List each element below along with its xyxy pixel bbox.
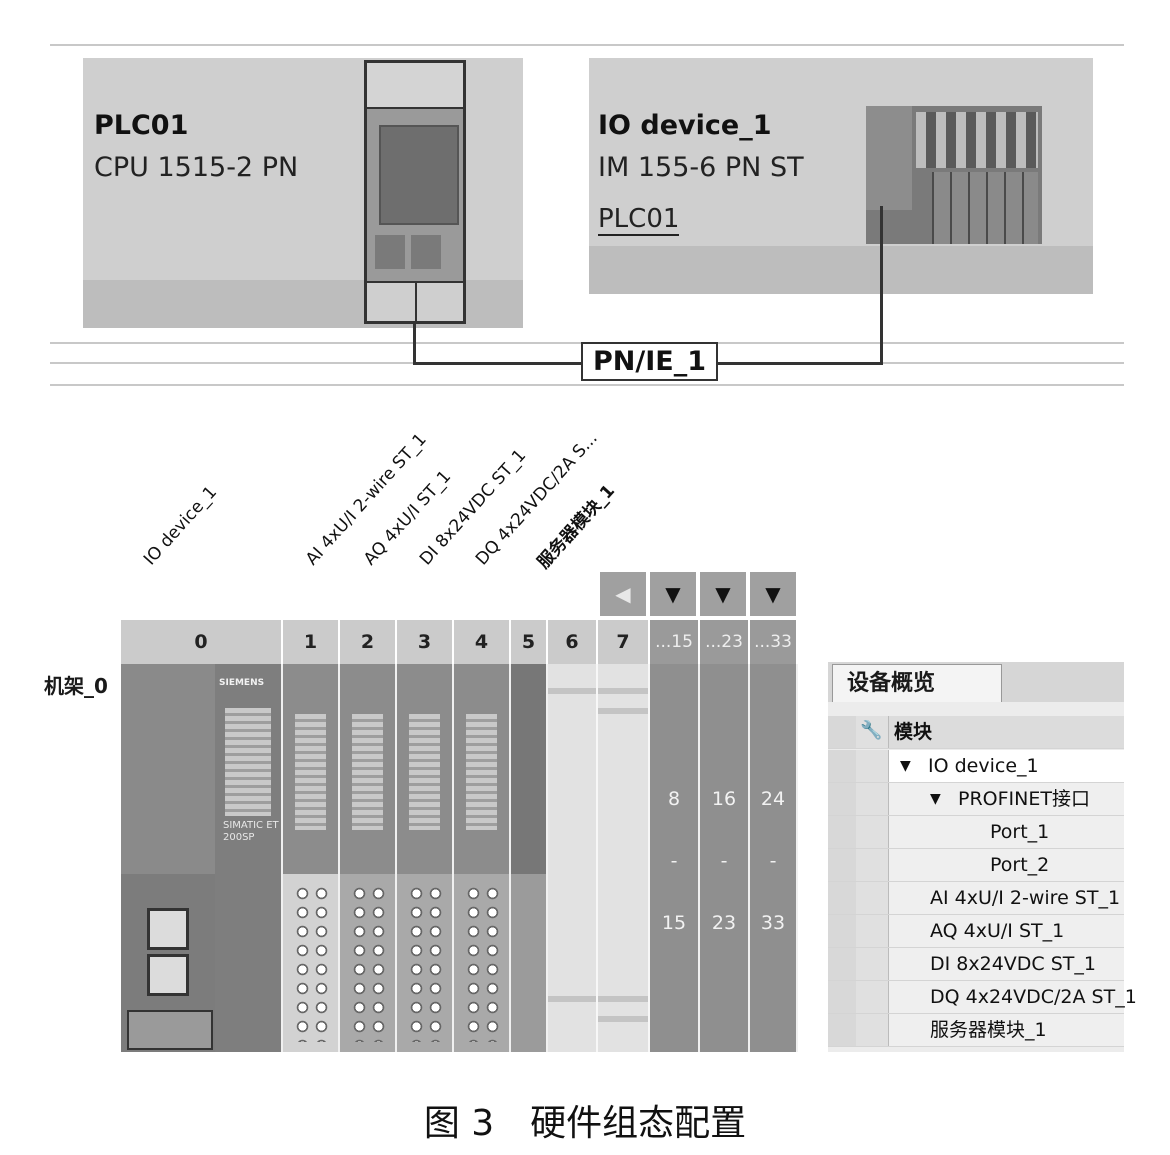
overview-row[interactable]: ▼ IO device_1 (828, 750, 1124, 783)
overview-row-label: IO device_1 (928, 755, 1039, 777)
overview-row[interactable]: Port_1 (828, 816, 1124, 849)
expand-slot-group-3-button[interactable]: ▼ (750, 572, 796, 616)
empty-slot-7[interactable] (598, 664, 650, 1052)
overview-row-label: DQ 4x24VDC/2A ST_1 (930, 986, 1137, 1008)
plc-name: PLC01 (94, 110, 189, 141)
expand-triangle-icon[interactable]: ▼ (900, 758, 911, 774)
et200sp-image (866, 106, 1042, 244)
slot-range-column-1[interactable]: 8 - 15 (650, 664, 700, 1052)
overview-row[interactable]: Port_2 (828, 849, 1124, 882)
overview-row-label: AI 4xU/I 2-wire ST_1 (930, 887, 1121, 909)
range-dash: - (670, 850, 678, 872)
overview-row[interactable]: DI 8x24VDC ST_1 (828, 948, 1124, 981)
slot-range-header-2: ...23 (700, 620, 750, 664)
range-to: 33 (760, 912, 786, 934)
triangle-down-icon: ▼ (765, 582, 781, 606)
overview-row[interactable]: AQ 4xU/I ST_1 (828, 915, 1124, 948)
interface-module-body[interactable]: SIEMENS SIMATIC ET 200SP (215, 664, 283, 1052)
ethernet-port-2-icon (147, 954, 189, 996)
expand-slot-group-2-button[interactable]: ▼ (700, 572, 746, 616)
overview-row-label: DI 8x24VDC ST_1 (930, 953, 1096, 975)
range-from: 16 (711, 788, 737, 810)
ethernet-port-1-icon (147, 908, 189, 950)
slot-range-column-3[interactable]: 24 - 33 (750, 664, 798, 1052)
overview-row-label: Port_1 (990, 821, 1050, 843)
rack-name: 机架_0 (44, 674, 108, 698)
expand-slot-group-1-button[interactable]: ▼ (650, 572, 696, 616)
module-slot-2-aq[interactable] (340, 664, 397, 1052)
profinet-wire-left-horizontal (413, 362, 583, 365)
slot-header-1: 1 (283, 620, 340, 664)
expand-triangle-icon[interactable]: ▼ (930, 791, 941, 807)
simatic-model: SIMATIC ET 200SP (223, 820, 279, 843)
range-to: 15 (661, 912, 687, 934)
io-device-name: IO device_1 (598, 110, 772, 141)
cpu-module-image (364, 60, 466, 324)
io-controller-link[interactable]: PLC01 (598, 204, 680, 236)
io-device-type: IM 155-6 PN ST (598, 152, 804, 183)
profinet-wire-left-vertical (413, 324, 416, 364)
slot-range-header-3: ...33 (750, 620, 798, 664)
profinet-wire-right-vertical (880, 206, 883, 365)
slot-header-4: 4 (454, 620, 511, 664)
module-slot-1-ai[interactable] (283, 664, 340, 1052)
triangle-down-icon: ▼ (665, 582, 681, 606)
slot-range-column-2[interactable]: 16 - 23 (700, 664, 750, 1052)
range-to: 23 (711, 912, 737, 934)
slot-header-6: 6 (548, 620, 598, 664)
overview-row[interactable]: AI 4xU/I 2-wire ST_1 (828, 882, 1124, 915)
range-from: 24 (760, 788, 786, 810)
range-from: 8 (667, 788, 681, 810)
overview-row[interactable]: DQ 4x24VDC/2A ST_1 (828, 981, 1137, 1014)
overview-row-label: 服务器模块_1 (930, 1019, 1047, 1041)
slot-header-2: 2 (340, 620, 397, 664)
range-dash: - (720, 850, 728, 872)
network-line-3 (50, 384, 1124, 386)
wrench-icon: 🔧 (860, 720, 883, 741)
device-overview-tab[interactable]: 设备概览 (832, 664, 1002, 703)
triangle-down-icon: ▼ (715, 582, 731, 606)
plc-type: CPU 1515-2 PN (94, 152, 299, 183)
triangle-left-icon: ◀ (615, 582, 631, 606)
module-slot-4-dq[interactable] (454, 664, 511, 1052)
figure-caption: 图 3 硬件组态配置 (423, 1103, 747, 1144)
server-module-slot-5[interactable] (511, 664, 548, 1052)
siemens-brand: SIEMENS (219, 678, 265, 688)
overview-header-row: 🔧 模块 (828, 716, 1124, 749)
overview-row-label: PROFINET接口 (958, 788, 1090, 810)
profinet-wire-right-horizontal (716, 362, 882, 365)
slot-header-7: 7 (598, 620, 650, 664)
overview-row-label: Port_2 (990, 854, 1050, 876)
scroll-left-button[interactable]: ◀ (600, 572, 646, 616)
overview-row[interactable]: 服务器模块_1 (828, 1014, 1124, 1047)
slot-header-3: 3 (397, 620, 454, 664)
empty-slot-6[interactable] (548, 664, 598, 1052)
network-top-line (50, 44, 1124, 46)
range-dash: - (769, 850, 777, 872)
rack-label-di: DI 8x24VDC ST_1 (416, 445, 531, 570)
slot-range-header-1: ...15 (650, 620, 700, 664)
subnet-label[interactable]: PN/IE_1 (581, 342, 719, 381)
slot-header-0: 0 (121, 620, 283, 664)
rack-label-io-device: IO device_1 (140, 482, 222, 570)
module-slot-3-di[interactable] (397, 664, 454, 1052)
overview-row-label: AQ 4xU/I ST_1 (930, 920, 1065, 942)
slot-header-5: 5 (511, 620, 548, 664)
module-column-header: 模块 (894, 721, 933, 743)
interface-module-slot-0[interactable] (121, 664, 217, 1052)
overview-row[interactable]: ▼ PROFINET接口 (828, 783, 1124, 816)
